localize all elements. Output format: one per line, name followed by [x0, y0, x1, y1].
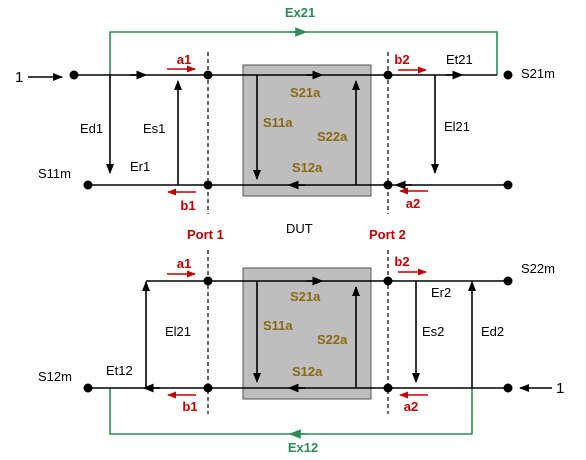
bottom-source-label: 1 — [556, 380, 564, 397]
bottom-node — [503, 383, 513, 393]
dut-label: DUT — [286, 221, 313, 236]
top-el21-label: El21 — [444, 119, 470, 134]
top-a2-label: a2 — [406, 196, 420, 211]
top-graph: Ex21 1 a1 b1 — [15, 5, 555, 214]
top-node — [503, 180, 513, 190]
bottom-node — [203, 383, 213, 393]
top-s11m-label: S11m — [38, 166, 71, 181]
bottom-b2-label: b2 — [394, 254, 409, 269]
bottom-b1-label: b1 — [182, 399, 197, 414]
top-s12a-label: S12a — [292, 160, 323, 175]
bottom-a1-label: a1 — [177, 256, 191, 271]
top-s22a-label: S22a — [317, 129, 348, 144]
bottom-ex12-label: Ex12 — [288, 440, 318, 455]
bottom-node — [383, 383, 393, 393]
top-s21a-label: S21a — [290, 85, 321, 100]
bottom-a2-label: a2 — [404, 399, 418, 414]
top-b2-label: b2 — [394, 52, 409, 67]
bottom-s12a-label: S12a — [292, 364, 323, 379]
bottom-er2-label: Er2 — [431, 285, 451, 300]
top-node — [203, 70, 213, 80]
top-node — [383, 180, 393, 190]
top-s11a-label: S11a — [263, 115, 293, 130]
bottom-s21a-label: S21a — [290, 289, 321, 304]
top-a1-label: a1 — [177, 52, 191, 67]
bottom-node — [83, 383, 93, 393]
top-node — [503, 70, 513, 80]
top-b1-label: b1 — [180, 198, 195, 213]
bottom-node — [383, 276, 393, 286]
bottom-es2-label: Es2 — [422, 324, 444, 339]
bottom-ed2-label: Ed2 — [481, 324, 504, 339]
top-source-label: 1 — [15, 69, 23, 86]
top-er1-label: Er1 — [130, 159, 150, 174]
top-dut-box — [242, 64, 372, 197]
bottom-el21-label: El21 — [165, 324, 191, 339]
bottom-dut-box — [242, 267, 372, 400]
bottom-s22m-label: S22m — [521, 261, 555, 276]
bottom-graph: Ex12 1 a1 b1 b2 a2 — [38, 250, 564, 455]
bottom-node — [203, 276, 213, 286]
bottom-s11a-label: S11a — [263, 318, 293, 333]
top-node — [83, 180, 93, 190]
bottom-node — [503, 276, 513, 286]
top-ed1-label: Ed1 — [80, 121, 103, 136]
top-es1-label: Es1 — [143, 121, 165, 136]
port1-label: Port 1 — [187, 227, 224, 242]
bottom-et12-label: Et12 — [106, 363, 133, 378]
top-ex21-label: Ex21 — [285, 5, 315, 20]
bottom-s12m-label: S12m — [38, 369, 72, 384]
top-node — [203, 180, 213, 190]
port2-label: Port 2 — [369, 227, 406, 242]
bottom-s22a-label: S22a — [317, 332, 348, 347]
top-et21-label: Et21 — [446, 52, 473, 67]
top-node — [383, 70, 393, 80]
top-s21m-label: S21m — [521, 66, 555, 81]
top-node — [69, 70, 79, 80]
